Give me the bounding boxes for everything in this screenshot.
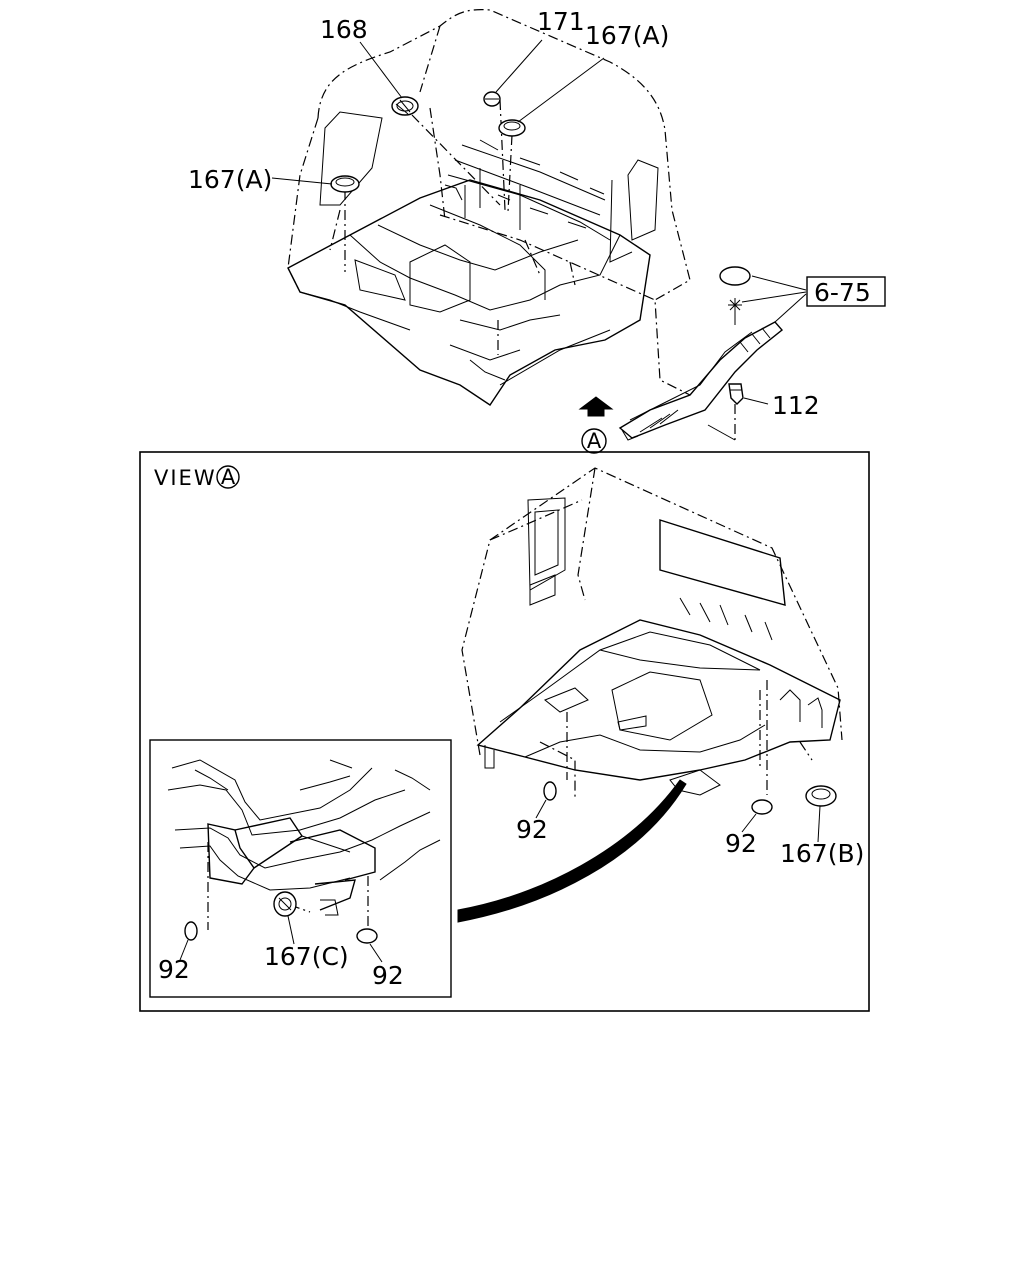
grommet-167c-icon — [273, 891, 297, 917]
view-a-frame — [139, 451, 870, 1012]
view-a-title-letter: A — [221, 465, 236, 489]
view-a-title-circle — [216, 465, 240, 489]
view-direction-arrow-icon — [578, 396, 614, 417]
cab-underside-view — [461, 467, 843, 843]
label-168: 168 — [320, 15, 368, 44]
cap-6-75-icon — [719, 266, 751, 286]
label-167a-top: 167(A) — [585, 21, 669, 50]
inset-frame — [149, 739, 452, 998]
screw-icon — [728, 298, 742, 325]
grommet-167a-top-icon — [498, 119, 526, 137]
o-ring-92-inset-left-icon — [184, 921, 198, 941]
label-112: 112 — [772, 391, 820, 420]
label-167b: 167(B) — [780, 839, 864, 868]
grommet-167b-icon — [805, 785, 837, 807]
inset-connector — [457, 779, 687, 923]
cab-floor-assembly — [271, 9, 691, 406]
o-ring-92-left-icon — [543, 781, 557, 801]
label-167c: 167(C) — [264, 942, 349, 971]
plug-171-icon — [483, 91, 501, 107]
grommet-167a-left-icon — [330, 175, 360, 193]
label-92-main-right: 92 — [725, 829, 757, 858]
clip-112-icon — [728, 383, 744, 405]
view-a-marker-letter: A — [587, 429, 602, 453]
view-a-marker — [581, 428, 607, 454]
label-171: 171 — [537, 7, 585, 36]
ref-box-6-75 — [806, 276, 886, 307]
label-6-75: 6-75 — [814, 278, 871, 307]
label-92-inset-right: 92 — [372, 961, 404, 990]
label-92-main-left: 92 — [516, 815, 548, 844]
o-ring-92-right-icon — [751, 799, 773, 815]
label-167a-left: 167(A) — [188, 165, 272, 194]
step-bracket-assembly — [618, 266, 807, 441]
grommet-168-icon — [391, 96, 419, 116]
o-ring-92-inset-right-icon — [356, 928, 378, 944]
label-92-inset-left: 92 — [158, 955, 190, 984]
inset-detail — [167, 759, 441, 963]
view-a-title: VIEW — [154, 466, 217, 490]
